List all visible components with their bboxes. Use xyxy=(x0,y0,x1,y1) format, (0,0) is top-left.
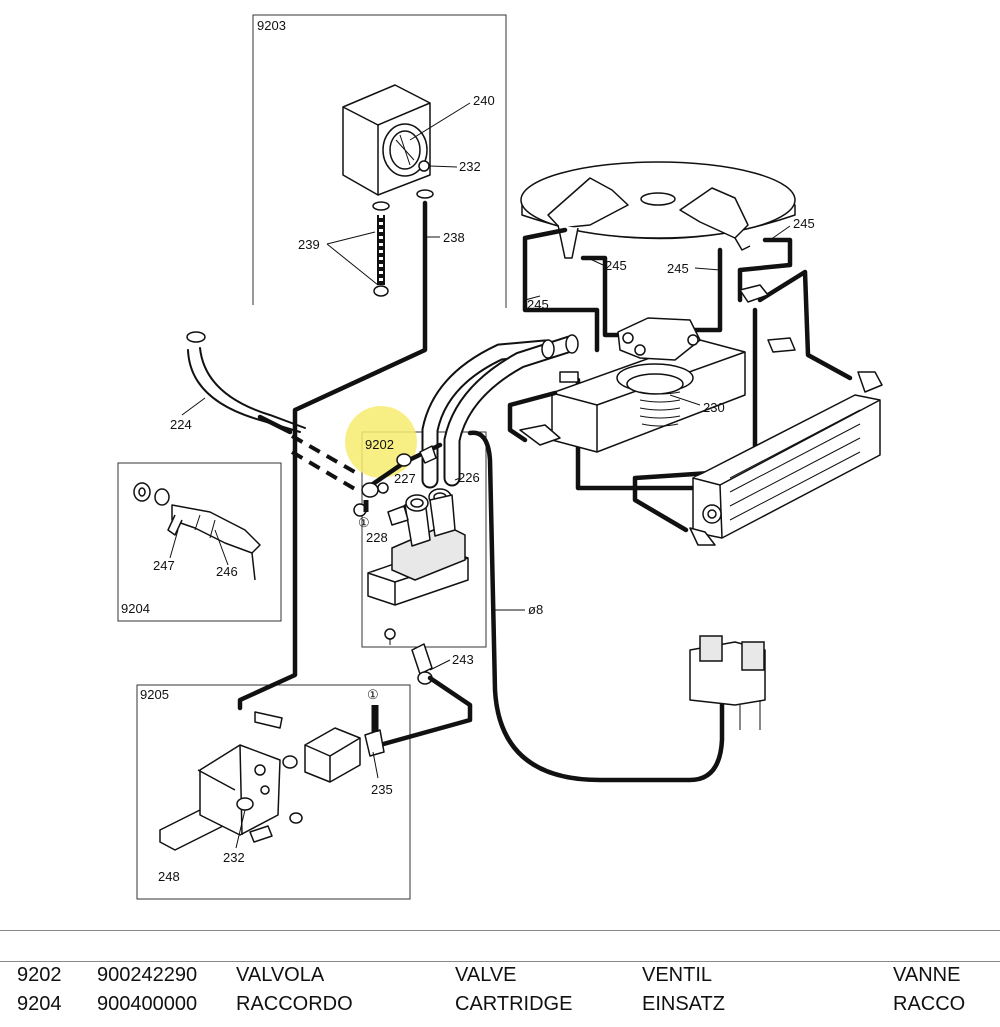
hose-245-b xyxy=(580,255,633,338)
cartridge-9204 xyxy=(133,482,261,581)
clamp-224 xyxy=(186,331,206,343)
cell-italian: RACCORDO xyxy=(236,993,353,1015)
hose-224-lower xyxy=(199,347,306,429)
hose-245-c xyxy=(687,247,723,333)
cell-ref: 9202 xyxy=(17,964,62,986)
cell-code: 900400000 xyxy=(97,993,198,1015)
tube-end-b xyxy=(565,334,579,354)
hose-238 xyxy=(237,200,428,711)
valve-9202 xyxy=(353,488,469,645)
hose-239 xyxy=(373,215,389,297)
label-group-9204: 9204 xyxy=(121,601,150,616)
hose-o8 xyxy=(467,430,725,783)
callout-248: 248 xyxy=(158,869,180,884)
hose-224-dashed-b xyxy=(290,450,362,494)
callout-235: 235 xyxy=(371,782,393,797)
callout-226: 226 xyxy=(458,470,480,485)
callout-224: 224 xyxy=(170,417,192,432)
parts-table: 9202 900242290 VALVOLA VALVE VENTIL VANN… xyxy=(0,930,1000,1015)
pressure-gauge xyxy=(342,84,434,211)
cell-english: VALVE xyxy=(455,964,517,986)
hose-224-solid xyxy=(257,414,293,435)
callout-232-pedal: 232 xyxy=(223,850,245,865)
hose-245-d xyxy=(737,237,793,303)
cell-german: VENTIL xyxy=(642,964,713,986)
label-group-9205: 9205 xyxy=(140,687,169,702)
callout-245-a: 245 xyxy=(793,216,815,231)
cell-french: VANNE xyxy=(893,964,961,986)
hose-224-dashed-a xyxy=(291,434,361,477)
cell-english: CARTRIDGE xyxy=(455,993,573,1015)
pedal-valve-9205 xyxy=(159,705,385,851)
callout-230: 230 xyxy=(703,400,725,415)
callout-240: 240 xyxy=(473,93,495,108)
exploded-parts-diagram: 9203 9202 9204 9205 240 232 239 238 245 … xyxy=(117,14,883,900)
hose-224-upper xyxy=(187,349,301,433)
group-frame-9204 xyxy=(117,462,282,622)
callout-circle-1-b: ① xyxy=(367,687,379,702)
callout-247: 247 xyxy=(153,558,175,573)
tube-end-a xyxy=(541,339,555,359)
cell-german: EINSATZ xyxy=(642,993,725,1015)
label-group-9202: 9202 xyxy=(365,437,394,452)
callout-232-gauge: 232 xyxy=(459,159,481,174)
callout-245-c: 245 xyxy=(667,261,689,276)
callout-228: 228 xyxy=(366,530,388,545)
fitting-elbow-right xyxy=(739,284,883,393)
group-frame-9203 xyxy=(252,14,507,308)
cell-ref: 9204 xyxy=(17,993,62,1015)
fitting-243 xyxy=(411,643,433,685)
hose-right-loop xyxy=(632,307,758,533)
parts-row-9202[interactable]: 9202 900242290 VALVOLA VALVE VENTIL VANN… xyxy=(0,961,1000,998)
callout-243: 243 xyxy=(452,652,474,667)
radiator-unit xyxy=(689,394,881,546)
air-cylinder-230 xyxy=(519,317,746,453)
hose-245-a xyxy=(522,227,600,353)
cell-code: 900242290 xyxy=(97,964,198,986)
fifth-wheel-plate xyxy=(520,161,796,259)
callout-227: 227 xyxy=(394,471,416,486)
callout-circle-1-a: ① xyxy=(358,515,370,530)
hose-243 xyxy=(377,675,473,748)
callout-238: 238 xyxy=(443,230,465,245)
hose-245-e xyxy=(757,269,853,381)
parts-row-9204[interactable]: 9204 900400000 RACCORDO CARTRIDGE EINSAT… xyxy=(0,993,1000,1027)
cell-italian: VALVOLA xyxy=(236,964,325,986)
hose-cylinder-left xyxy=(507,390,558,443)
callout-245-d: 245 xyxy=(527,297,549,312)
fitting-227 xyxy=(361,445,437,498)
filter-regulator xyxy=(689,635,766,730)
callout-246: 246 xyxy=(216,564,238,579)
callout-239: 239 xyxy=(298,237,320,252)
label-group-9203: 9203 xyxy=(257,18,286,33)
callout-245-b: 245 xyxy=(605,258,627,273)
callout-o8: ø8 xyxy=(528,602,543,617)
cell-french: RACCO xyxy=(893,993,966,1015)
